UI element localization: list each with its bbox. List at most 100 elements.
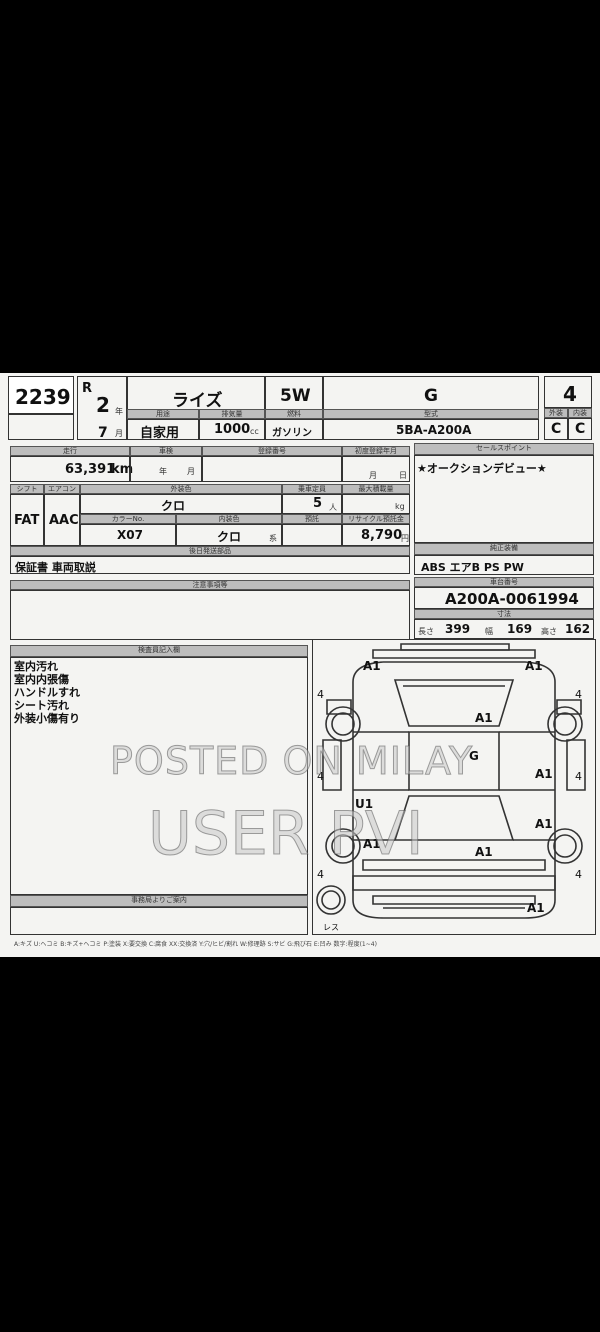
score: 4	[563, 382, 577, 406]
mileage: 63,391	[65, 462, 116, 477]
first-reg-cell: 月 日	[342, 456, 410, 482]
mark-bonnet: A1	[475, 711, 493, 725]
interior-grade-cell: C	[568, 418, 592, 440]
equipment-cell: ABS エアB PS PW	[414, 555, 594, 575]
interior-color-label: 内装色	[176, 514, 282, 524]
lot-number: 2239	[15, 385, 71, 409]
capacity-cell: 5 人	[282, 494, 342, 514]
capacity-unit: 人	[329, 503, 337, 512]
mark-left-front-door: U1	[355, 797, 373, 811]
tire-rr-4: 4	[575, 868, 582, 881]
tire-fr-4: 4	[575, 688, 582, 701]
month-unit: 月	[115, 429, 123, 438]
model-label: 型式	[323, 409, 539, 419]
mark-left-rear-door: A1	[363, 837, 381, 851]
note-line: 室内内張傷	[14, 673, 69, 686]
length-label: 長さ	[418, 627, 434, 636]
mark-roof: A1	[475, 845, 493, 859]
fuel-cell: ガソリン	[265, 419, 323, 440]
usage-cell: 自家用	[127, 419, 199, 441]
loadmax-cell: kg	[342, 494, 410, 514]
chassis: A200A-0061994	[445, 590, 579, 608]
first-reg-label: 初度登録年月	[342, 446, 410, 456]
note-line: 外装小傷有り	[14, 712, 80, 725]
inspector-notes-cell: 室内汚れ 室内内張傷 ハンドルすれ シート汚れ 外装小傷有り	[10, 657, 308, 895]
notice-cell	[10, 590, 410, 640]
usage-label: 用途	[127, 409, 199, 419]
mileage-label: 走行	[10, 446, 130, 456]
model-cell: 5BA-A200A	[323, 419, 539, 440]
first-reg-day-unit: 日	[399, 471, 407, 480]
ac-cell: AAC	[44, 494, 80, 546]
year-cell: R 2 年 7 月	[77, 376, 127, 441]
equipment-items: ABS エアB PS PW	[421, 561, 524, 574]
shift-cell: FAT	[10, 494, 44, 546]
equipment-label: 純正装備	[414, 543, 594, 555]
lot-number-cell: 2239	[8, 376, 74, 414]
interior-label: 内装	[568, 408, 592, 418]
notice-label: 注意事項等	[10, 580, 410, 590]
office-cell	[10, 907, 308, 935]
year-unit: 年	[115, 407, 123, 416]
note-line: ハンドルすれ	[14, 686, 80, 699]
size-cell: 長さ 399 幅 169 高さ 162	[414, 619, 594, 639]
car-diagram: A1 A1 A1 A1 U1 A1 A1 A1 A1 G 4 4 4 4 4 4…	[312, 639, 596, 935]
grade: G	[424, 386, 438, 406]
chassis-label: 車台番号	[414, 577, 594, 587]
fuel-label: 燃料	[265, 409, 323, 419]
sales-point-text: ★オークションデビュー★	[417, 462, 547, 475]
auction-sheet: 2239 R 2 年 7 月 ライズ 5W G 4 用途 排気量 燃料 型式 外…	[0, 373, 600, 957]
month-value: 7	[98, 425, 108, 441]
color-no-cell: X07	[80, 524, 176, 546]
inspector-notes-list: 室内汚れ 室内内張傷 ハンドルすれ シート汚れ 外装小傷有り	[14, 660, 80, 725]
exterior-grade: C	[551, 421, 562, 437]
mileage-cell: 63,391 km	[10, 456, 133, 482]
inspection-label: 車検	[130, 446, 202, 456]
loadmax-label: 最大積載量	[342, 484, 410, 494]
docs-label: 後日発送部品	[10, 546, 410, 556]
recycle-deposit-cell	[282, 524, 342, 546]
recycle-cell: 8,790 円	[342, 524, 410, 546]
length: 399	[445, 622, 471, 636]
tire-fl-4: 4	[317, 688, 324, 701]
note-line: シート汚れ	[14, 699, 69, 712]
car-name: ライズ	[172, 391, 223, 411]
tire-l-4: 4	[317, 770, 324, 783]
inspection-year-unit: 年	[159, 467, 167, 476]
load-unit: kg	[395, 502, 405, 511]
shift-code: 5W	[280, 386, 311, 406]
shift-label: シフト	[10, 484, 44, 494]
displacement-cell: 1000 cc	[199, 419, 265, 440]
exterior-color-cell: クロ	[80, 494, 282, 514]
color-no: X07	[117, 528, 143, 542]
mark-front-left: A1	[363, 659, 381, 673]
height-label: 高さ	[541, 627, 557, 636]
inspector-notes-label: 検査員記入欄	[10, 645, 308, 657]
recycle-unit: 円	[401, 534, 409, 543]
mark-right-front-door: A1	[535, 767, 553, 781]
tire-rl-4: 4	[317, 868, 324, 881]
model: 5BA-A200A	[396, 423, 472, 437]
width-label: 幅	[485, 627, 493, 636]
recycle-deposit-label: 預託	[282, 514, 342, 524]
regno-label: 登録番号	[202, 446, 342, 456]
era-label: R	[82, 381, 93, 396]
ac: AAC	[49, 513, 79, 528]
office-label: 事務局よりご案内	[10, 895, 308, 907]
exterior-color: クロ	[161, 499, 186, 513]
chassis-cell: A200A-0061994	[414, 587, 594, 609]
exterior-color-label: 外装色	[80, 484, 282, 494]
sales-point-label: セールスポイント	[414, 443, 594, 455]
color-no-label: カラーNo.	[80, 514, 176, 524]
exterior-label: 外装	[544, 408, 568, 418]
regno-cell	[202, 456, 342, 482]
interior-color: クロ	[217, 530, 242, 544]
usage: 自家用	[140, 426, 180, 441]
mark-right-rear-door: A1	[535, 817, 553, 831]
inspection-month-unit: 月	[187, 467, 195, 476]
sales-point-cell: ★オークションデビュー★	[414, 455, 594, 543]
docs: 保証書 車両取説	[15, 561, 96, 574]
lot-number-sub	[8, 414, 74, 440]
docs-cell: 保証書 車両取説	[10, 556, 410, 574]
capacity-label: 乗車定員	[282, 484, 342, 494]
